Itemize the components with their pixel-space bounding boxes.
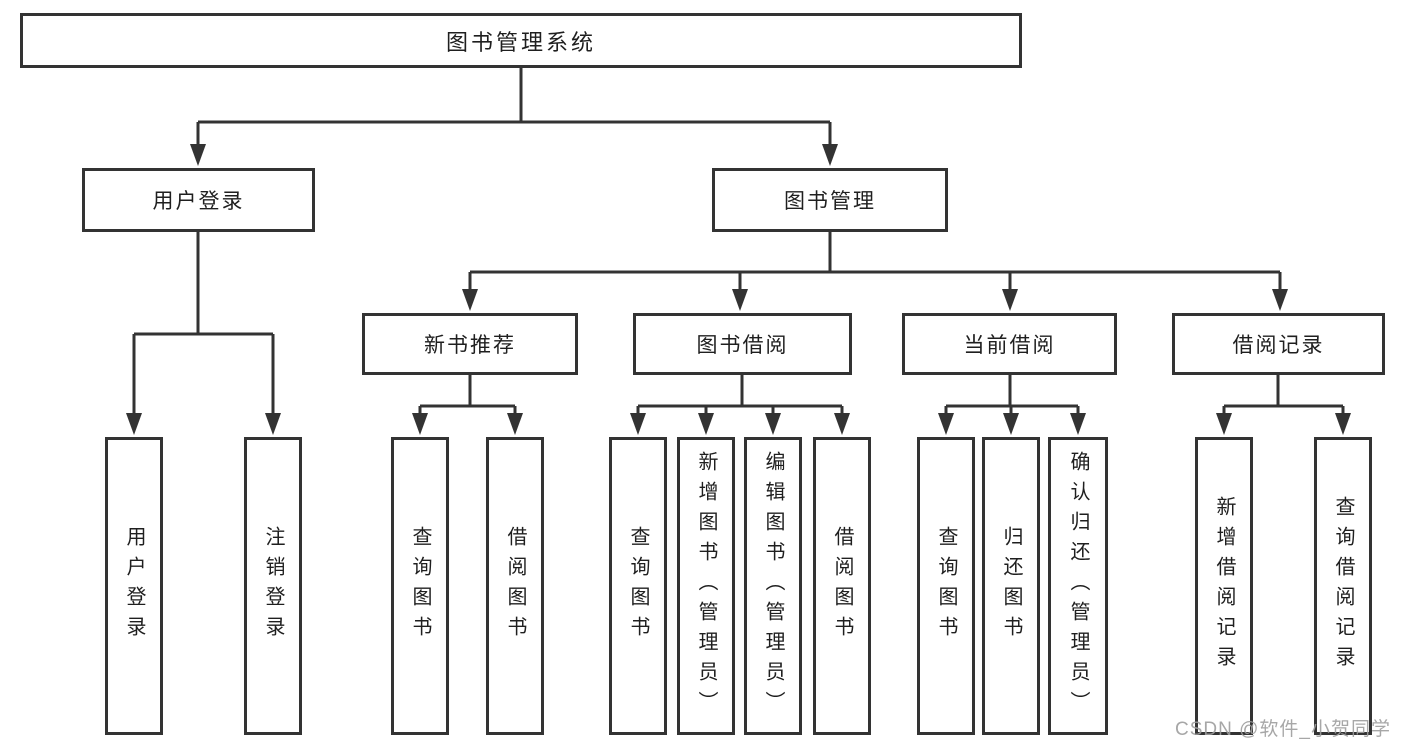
- leaf-query-books-recommend: 查询图书: [391, 437, 449, 735]
- leaf-query-books-borrowing: 查询图书: [609, 437, 667, 735]
- node-new-book-recommend: 新书推荐: [362, 313, 578, 375]
- arrow-down-icon: [1002, 289, 1018, 311]
- arrow-down-icon: [1216, 413, 1232, 435]
- leaf-query-books-current: 查询图书: [917, 437, 975, 735]
- arrow-down-icon: [834, 413, 850, 435]
- arrow-down-icon: [126, 413, 142, 435]
- node-borrowing-records: 借阅记录: [1172, 313, 1385, 375]
- node-current-borrowing: 当前借阅: [902, 313, 1117, 375]
- arrow-down-icon: [412, 413, 428, 435]
- node-user-login-branch: 用户登录: [82, 168, 315, 232]
- leaf-confirm-return-admin: 确认归还（管理员）: [1048, 437, 1108, 735]
- arrow-down-icon: [698, 413, 714, 435]
- node-book-borrowing: 图书借阅: [633, 313, 852, 375]
- arrow-down-icon: [765, 413, 781, 435]
- leaf-borrow-books-recommend: 借阅图书: [486, 437, 544, 735]
- node-root-library-system: 图书管理系统: [20, 13, 1022, 68]
- arrow-down-icon: [1272, 289, 1288, 311]
- csdn-watermark: CSDN @软件_小贺同学: [1175, 719, 1391, 740]
- leaf-add-borrow-record: 新增借阅记录: [1195, 437, 1253, 735]
- arrow-down-icon: [1070, 413, 1086, 435]
- arrow-down-icon: [190, 144, 206, 166]
- leaf-logout: 注销登录: [244, 437, 302, 735]
- arrow-down-icon: [265, 413, 281, 435]
- arrow-down-icon: [822, 144, 838, 166]
- arrow-down-icon: [462, 289, 478, 311]
- leaf-edit-books-admin: 编辑图书（管理员）: [744, 437, 802, 735]
- arrow-down-icon: [630, 413, 646, 435]
- leaf-query-borrow-record: 查询借阅记录: [1314, 437, 1372, 735]
- arrow-down-icon: [732, 289, 748, 311]
- connector-path: [132, 68, 1345, 414]
- leaf-borrow-books: 借阅图书: [813, 437, 871, 735]
- arrow-down-icon: [938, 413, 954, 435]
- arrow-down-icon: [507, 413, 523, 435]
- arrow-down-icon: [1003, 413, 1019, 435]
- arrow-down-icon: [1335, 413, 1351, 435]
- node-book-management-branch: 图书管理: [712, 168, 948, 232]
- leaf-return-books: 归还图书: [982, 437, 1040, 735]
- leaf-add-books-admin: 新增图书（管理员）: [677, 437, 735, 735]
- leaf-user-login: 用户登录: [105, 437, 163, 735]
